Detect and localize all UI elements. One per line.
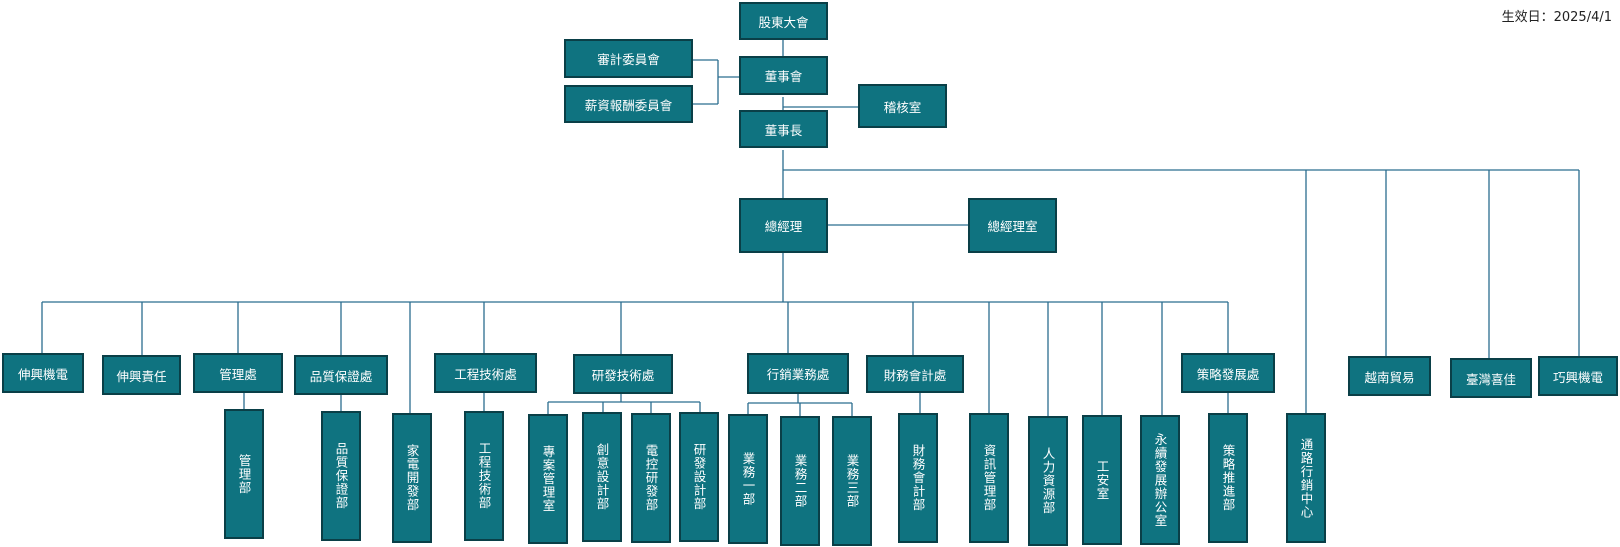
row2-box: 家電開發部 bbox=[392, 413, 432, 543]
row1-box: 伸興責任 bbox=[102, 355, 181, 395]
row1-box: 越南貿易 bbox=[1348, 356, 1431, 396]
row2-box: 專案管理室 bbox=[528, 414, 568, 544]
internal-audit-box: 稽核室 bbox=[858, 84, 947, 128]
row2-box: 品質保證部 bbox=[321, 411, 361, 541]
row2-box: 創意設計部 bbox=[582, 412, 622, 542]
gm-box: 總經理 bbox=[739, 198, 828, 253]
row2-box: 管理部 bbox=[224, 409, 264, 539]
row1-box: 財務會計處 bbox=[866, 355, 964, 393]
row1-box: 行銷業務處 bbox=[747, 353, 849, 394]
row1-box: 巧興機電 bbox=[1538, 356, 1618, 396]
row1-box: 管理處 bbox=[193, 353, 283, 393]
row2-box: 永續發展辦公室 bbox=[1140, 415, 1180, 545]
row2-box: 研發設計部 bbox=[679, 412, 719, 542]
row2-box: 工程技術部 bbox=[464, 411, 504, 541]
row2-box: 資訊管理部 bbox=[969, 413, 1009, 543]
board-box: 董事會 bbox=[739, 56, 828, 95]
gm-office-box: 總經理室 bbox=[968, 198, 1057, 253]
row1-box: 策略發展處 bbox=[1181, 353, 1275, 393]
row2-box: 策略推進部 bbox=[1208, 413, 1248, 543]
shareholders-box: 股東大會 bbox=[739, 2, 828, 40]
effective-date: 生效日：2025/4/1 bbox=[1501, 10, 1612, 25]
row2-box: 電控研發部 bbox=[631, 413, 671, 543]
row1-box: 品質保證處 bbox=[294, 355, 388, 395]
row2-box: 財務會計部 bbox=[898, 413, 938, 543]
row2-box: 業務二部 bbox=[780, 416, 820, 546]
chairman-box: 董事長 bbox=[739, 110, 828, 148]
row1-box: 工程技術處 bbox=[434, 353, 537, 393]
comp-committee-box: 薪資報酬委員會 bbox=[564, 85, 693, 123]
row1-box: 研發技術處 bbox=[573, 354, 673, 394]
row1-box: 伸興機電 bbox=[2, 353, 84, 393]
row2-box: 人力資源部 bbox=[1028, 416, 1068, 546]
row2-box: 業務三部 bbox=[832, 416, 872, 546]
row2-box: 通路行銷中心 bbox=[1286, 413, 1326, 543]
row2-box: 業務一部 bbox=[728, 414, 768, 544]
row2-box: 工安室 bbox=[1082, 415, 1122, 545]
audit-committee-box: 審計委員會 bbox=[564, 39, 693, 78]
row1-box: 臺灣喜佳 bbox=[1450, 358, 1532, 398]
